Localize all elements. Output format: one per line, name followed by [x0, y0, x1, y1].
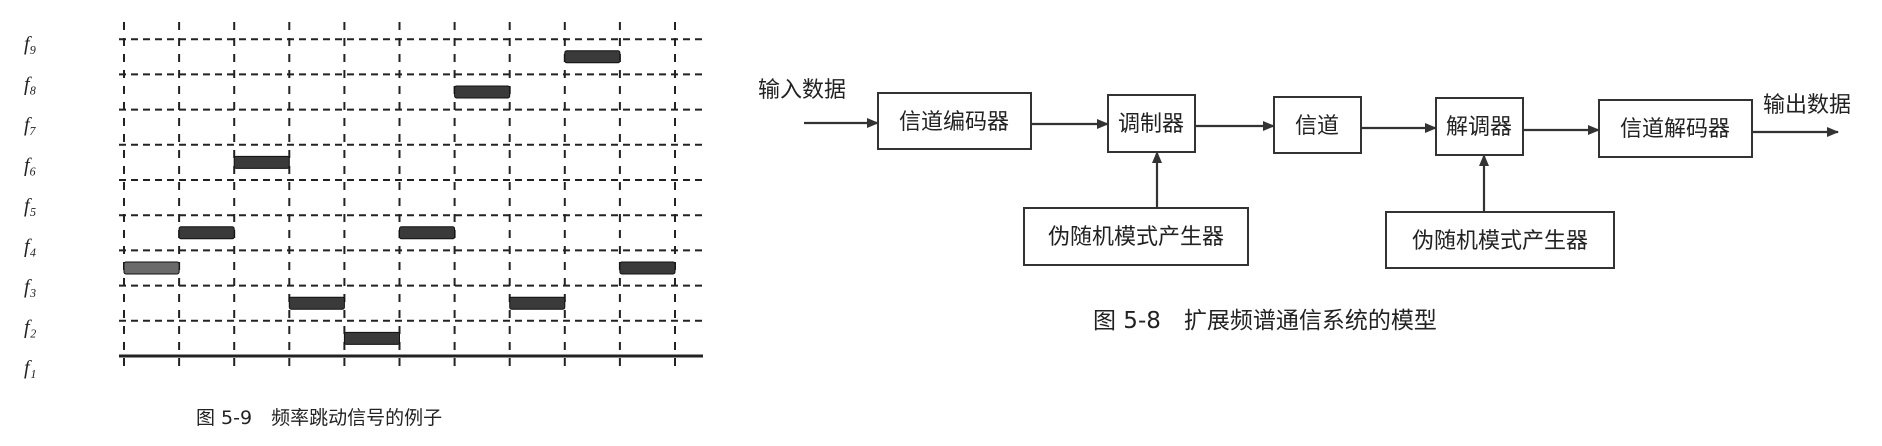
frequency-label: f₄	[24, 236, 37, 258]
pn-generator-tx-block	[1023, 207, 1249, 266]
frequency-label: f₉	[24, 33, 37, 55]
spread-spectrum-diagram: 输入数据 信道编码器 调制器 信道 解调器 信道解码器 输出数据 伪随机模式产生…	[758, 78, 1851, 334]
hop-bar	[509, 296, 566, 310]
chart-grid	[119, 22, 703, 368]
channel-label: 信道	[1295, 114, 1339, 139]
hop-bar	[123, 261, 180, 275]
frequency-label: f₆	[24, 155, 37, 177]
demodulator-label: 解调器	[1446, 115, 1512, 140]
modulator-label: 调制器	[1118, 112, 1184, 137]
channel-encoder-block	[877, 92, 1032, 150]
channel-decoder-block	[1598, 99, 1753, 158]
hop-bar	[454, 85, 511, 99]
pn-generator-tx-label: 伪随机模式产生器	[1048, 225, 1224, 250]
figure-5-9-caption: 图 5-9 频率跳动信号的例子	[196, 407, 442, 429]
hop-bar	[178, 226, 235, 240]
hop-bar	[288, 296, 345, 310]
modulator-block	[1107, 94, 1196, 153]
hop-bar	[233, 155, 290, 169]
channel-decoder-label: 信道解码器	[1620, 117, 1730, 142]
channel-block	[1273, 96, 1362, 154]
frequency-label: f₁	[24, 357, 37, 379]
frequency-axis-labels: f₉ f₈ f₇ f₆ f₅ f₄ f₃ f₂ f₁	[24, 33, 37, 379]
hop-bar	[343, 331, 400, 345]
pn-generator-rx-label: 伪随机模式产生器	[1412, 229, 1588, 254]
hop-bar	[564, 50, 621, 64]
frequency-label: f₃	[24, 276, 37, 298]
input-data-label: 输入数据	[758, 78, 846, 103]
frequency-hopping-chart: f₉ f₈ f₇ f₆ f₅ f₄ f₃ f₂ f₁	[24, 22, 703, 379]
hop-bars	[123, 50, 676, 345]
hop-bar	[619, 261, 676, 275]
hop-bar	[399, 226, 456, 240]
frequency-label: f₇	[24, 114, 37, 136]
output-data-label: 输出数据	[1763, 93, 1851, 118]
frequency-label: f₈	[24, 74, 37, 96]
channel-encoder-label: 信道编码器	[899, 110, 1009, 135]
pn-generator-rx-block	[1385, 211, 1615, 269]
frequency-label: f₂	[24, 317, 37, 339]
figure-5-8-caption: 图 5-8 扩展频谱通信系统的模型	[1093, 308, 1437, 334]
frequency-label: f₅	[24, 195, 37, 217]
